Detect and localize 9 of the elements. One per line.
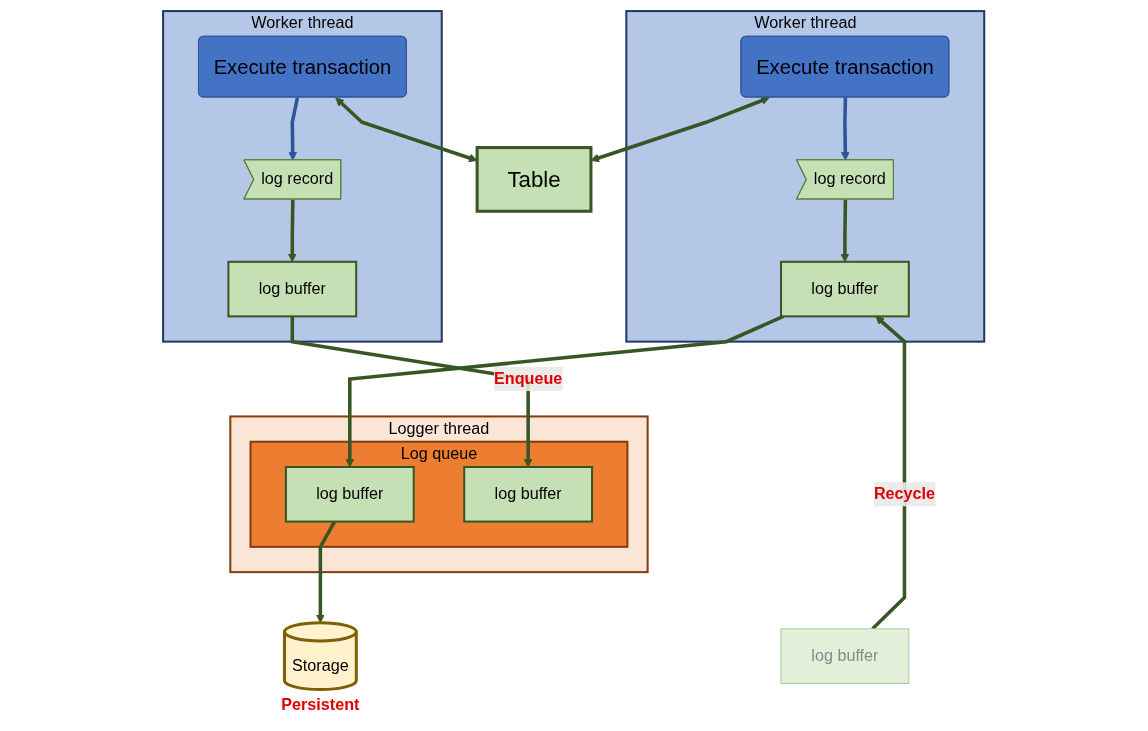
node-box: log buffer <box>780 628 910 684</box>
edge-label: Recycle <box>874 485 936 503</box>
edge-label: Enqueue <box>494 369 563 388</box>
node-box: log buffer <box>780 260 911 318</box>
node-box: log buffer <box>285 466 416 523</box>
node-box: Table <box>475 146 593 213</box>
node-box: log buffer <box>463 466 594 523</box>
node-box: log buffer <box>227 260 358 318</box>
node-caption: Persistent <box>281 694 360 713</box>
